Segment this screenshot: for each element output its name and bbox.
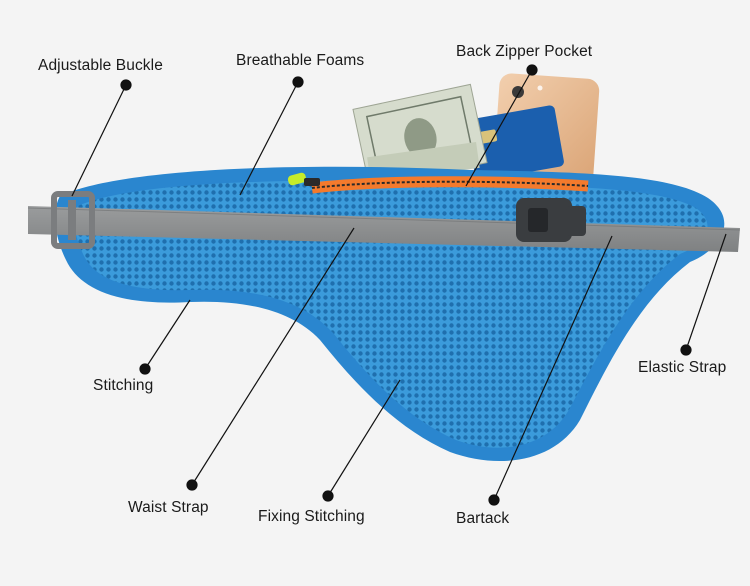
label-breathable-foams: Breathable Foams xyxy=(236,52,365,69)
side-release-buckle-icon xyxy=(516,198,586,242)
label-fixing-stitching: Fixing Stitching xyxy=(258,508,365,525)
callout-leaders xyxy=(71,64,727,506)
label-waist-strap: Waist Strap xyxy=(128,499,209,516)
zipper-pull-icon xyxy=(287,172,320,186)
label-stitching: Stitching xyxy=(93,377,154,394)
label-adjustable-buckle: Adjustable Buckle xyxy=(38,57,163,74)
label-back-zipper-pocket: Back Zipper Pocket xyxy=(456,43,593,60)
cash-bills xyxy=(352,83,488,189)
label-bartack: Bartack xyxy=(456,510,510,527)
label-elastic-strap: Elastic Strap xyxy=(638,359,727,376)
